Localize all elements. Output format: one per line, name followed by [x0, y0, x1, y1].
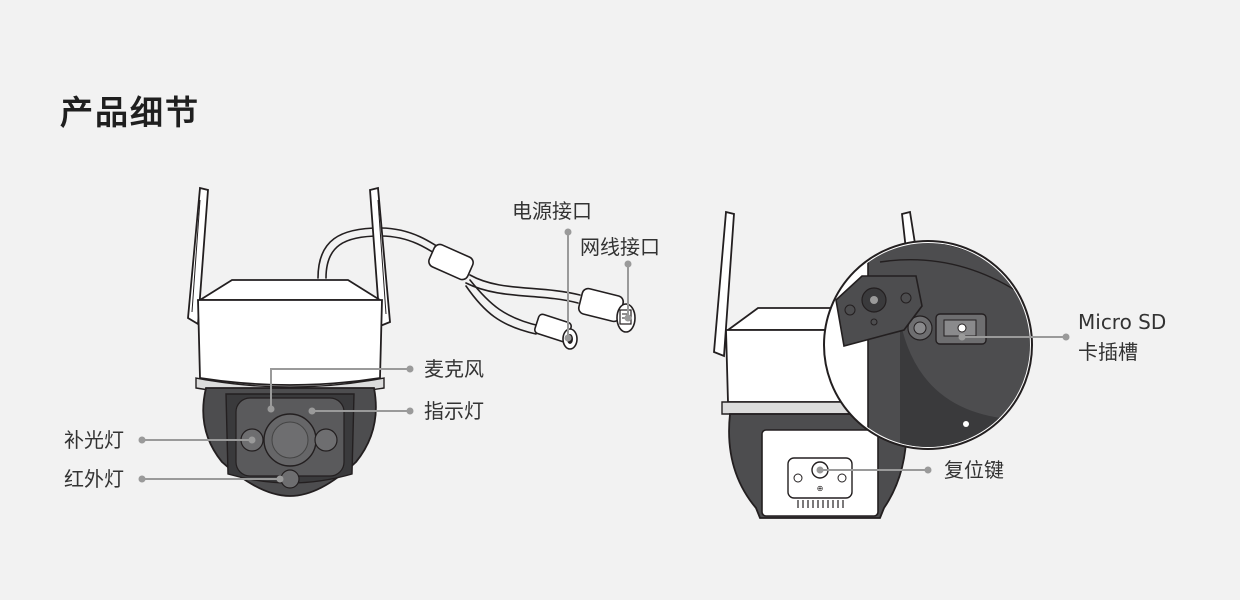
- antenna-left: [187, 186, 209, 326]
- label-fill-light: 补光灯: [64, 428, 124, 452]
- front-callouts: [138, 228, 632, 483]
- callout-line-microphone: [270, 368, 410, 409]
- rear-housing-body: [725, 329, 841, 403]
- housing-top: [196, 279, 384, 301]
- speaker-grille: [797, 500, 844, 508]
- label-sd-slot-line2: 卡插槽: [1078, 340, 1138, 364]
- rear-callouts: [816, 333, 1070, 474]
- antenna-right: [369, 186, 391, 328]
- label-sd-slot-line1: Micro SD: [1078, 310, 1167, 334]
- ir-light: [280, 469, 300, 489]
- cable-splitter: [428, 243, 474, 281]
- slot-cover: [835, 275, 923, 347]
- label-power-port: 电源接口: [512, 199, 592, 223]
- housing-body: [197, 299, 383, 386]
- power-connector: [533, 313, 578, 350]
- rear-antenna-left: [713, 210, 735, 358]
- network-connector: [577, 287, 636, 333]
- fill-light-right: [314, 428, 338, 452]
- rear-housing-top: [725, 307, 841, 331]
- label-microphone: 麦克风: [424, 357, 484, 381]
- rear-camera: ⊕: [713, 210, 918, 519]
- label-reset-button: 复位键: [944, 458, 1004, 482]
- front-camera: [187, 186, 636, 497]
- svg-text:⊕: ⊕: [817, 484, 824, 493]
- label-ir-light: 红外灯: [64, 467, 124, 491]
- zoom-detail-circle: [823, 240, 1033, 450]
- label-network-port: 网线接口: [580, 235, 660, 259]
- page-title: 产品细节: [60, 93, 200, 132]
- label-indicator-light: 指示灯: [424, 399, 484, 423]
